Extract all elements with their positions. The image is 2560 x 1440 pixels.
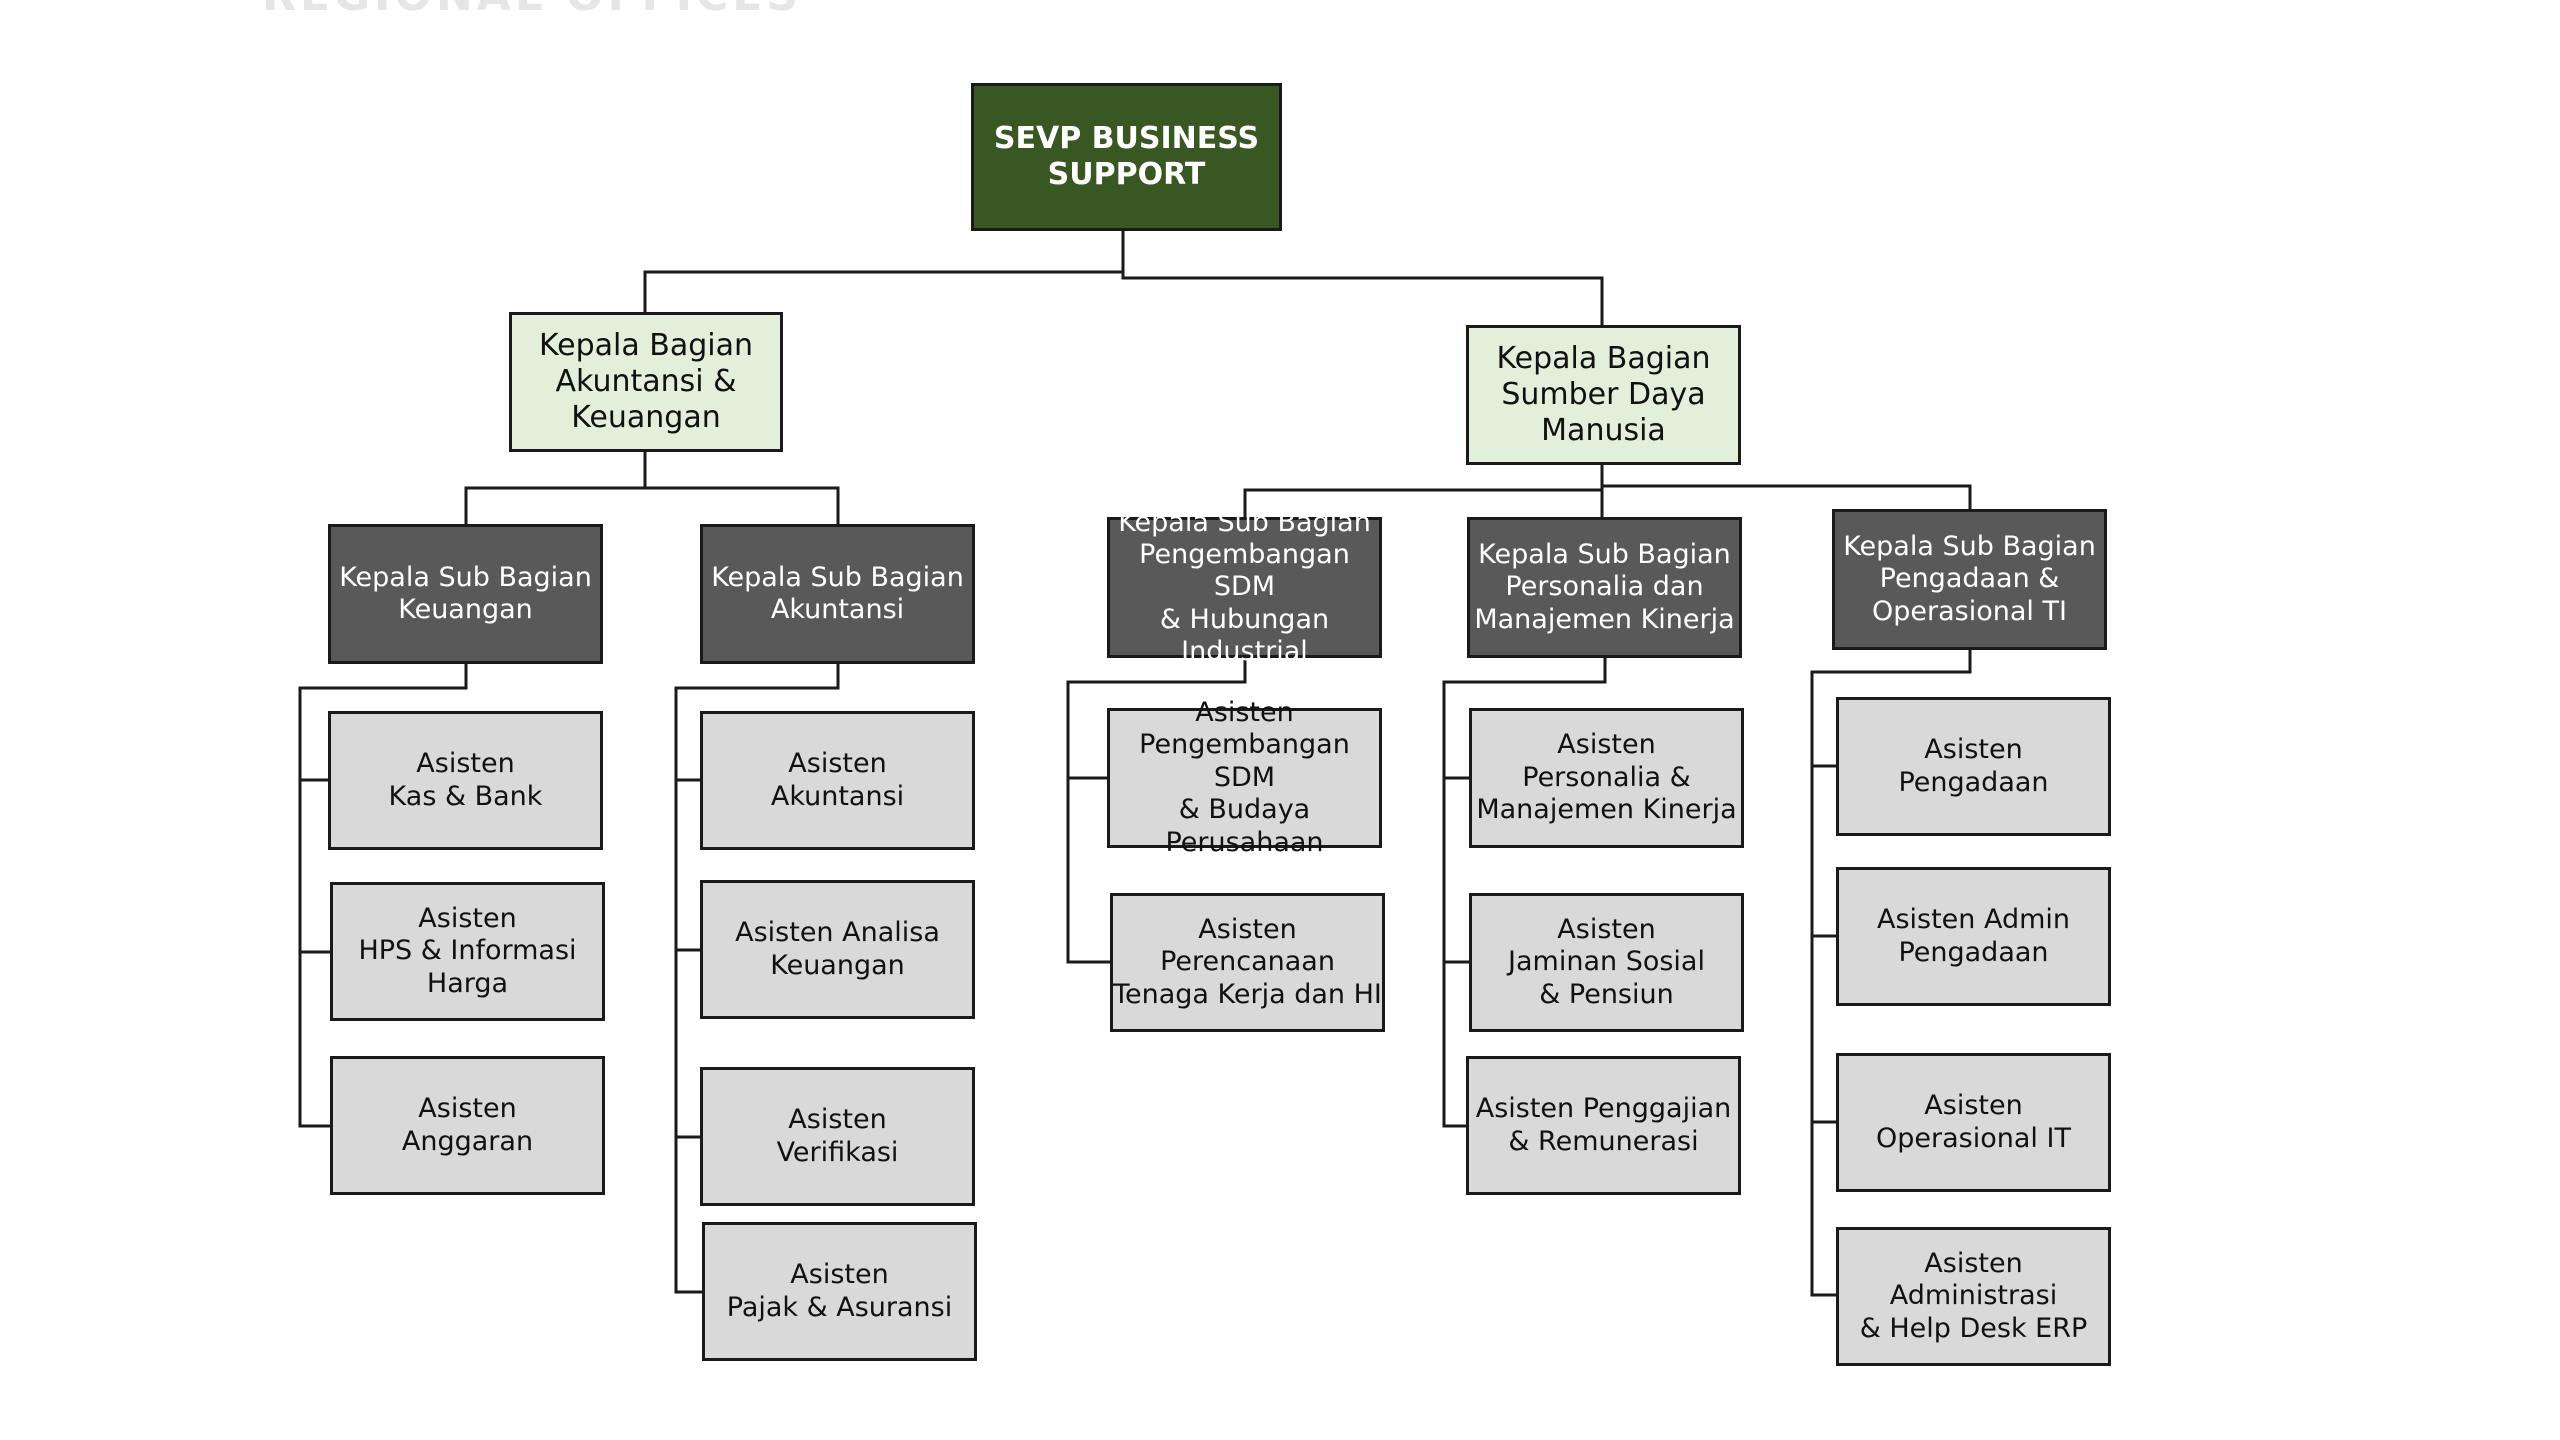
asisten-admin-pengadaan-box: Asisten Admin Pengadaan (1836, 867, 2111, 1006)
dept-sumber-daya-manusia-box: Kepala Bagian Sumber Daya Manusia (1466, 325, 1741, 465)
asisten-akuntansi-box: Asisten Akuntansi (700, 711, 975, 850)
asisten-pengembangan-sdm-box: Asisten Pengembangan SDM & Budaya Perusa… (1107, 697, 1382, 858)
page-heading: REGIONAL OFFICES (262, 0, 802, 21)
asisten-analisa-keuangan-box: Asisten Analisa Keuangan (700, 880, 975, 1019)
sub-personalia-box: Kepala Sub Bagian Personalia dan Manajem… (1467, 517, 1742, 658)
connector-sub-pengadaan-assistants (1810, 648, 1972, 1297)
asisten-perencanaan-box: Asisten Perencanaan Tenaga Kerja dan HI (1110, 893, 1385, 1032)
sevp-business-support-box: SEVP BUSINESS SUPPORT (971, 83, 1282, 231)
connector-dept-akuntansi-sub-akuntansi (645, 486, 840, 525)
sub-pengembangan-sdm-box: Kepala Sub Bagian Pengembangan SDM & Hub… (1107, 507, 1382, 667)
connector-sub-personalia-assistants (1442, 656, 1607, 1128)
asisten-anggaran-box: Asisten Anggaran (330, 1056, 605, 1195)
asisten-operasional-it-box: Asisten Operasional IT (1836, 1053, 2111, 1192)
asisten-jaminan-sosial-box: Asisten Jaminan Sosial & Pensiun (1469, 893, 1744, 1032)
asisten-administrasi-helpdesk-box: Asisten Administrasi & Help Desk ERP (1836, 1227, 2111, 1366)
asisten-penggajian-box: Asisten Penggajian & Remunerasi (1466, 1056, 1741, 1195)
asisten-personalia-box: Asisten Personalia & Manajemen Kinerja (1469, 708, 1744, 848)
asisten-hps-box: Asisten HPS & Informasi Harga (330, 882, 605, 1021)
asisten-pajak-asuransi-box: Asisten Pajak & Asuransi (702, 1222, 977, 1361)
connector-dept-sdm-subs (1243, 463, 1604, 518)
connector-dept-sdm-sub-pengadaan (1602, 484, 1972, 510)
asisten-pengadaan-box: Asisten Pengadaan (1836, 697, 2111, 836)
connector-sub-pengembangan-assistants (1066, 656, 1247, 964)
dept-akuntansi-keuangan-box: Kepala Bagian Akuntansi & Keuangan (509, 312, 783, 452)
asisten-kas-bank-box: Asisten Kas & Bank (328, 711, 603, 850)
asisten-verifikasi-box: Asisten Verifikasi (700, 1067, 975, 1206)
connector-top-dept-akuntansi (643, 228, 1125, 312)
sub-akuntansi-box: Kepala Sub Bagian Akuntansi (700, 524, 975, 664)
connector-sub-keuangan-assistants (298, 662, 468, 1128)
connector-dept-akuntansi-subs (464, 450, 647, 525)
sub-pengadaan-operasional-box: Kepala Sub Bagian Pengadaan & Operasiona… (1832, 509, 2107, 650)
sub-keuangan-box: Kepala Sub Bagian Keuangan (328, 524, 603, 664)
connector-top-dept-sdm (1121, 272, 1604, 325)
connector-sub-akuntansi-assistants (674, 662, 840, 1294)
